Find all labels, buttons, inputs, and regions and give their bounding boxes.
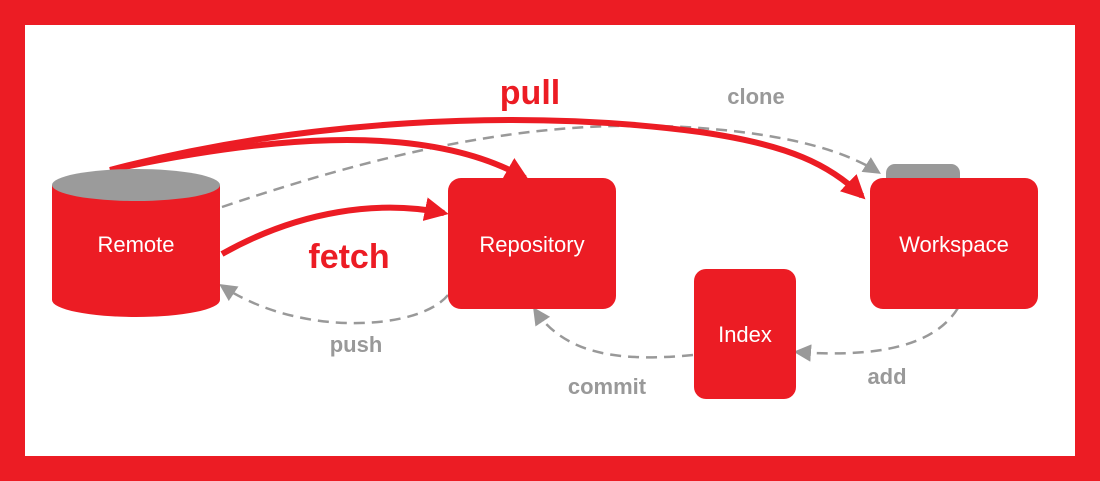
commit-edge: [533, 307, 694, 359]
remote-cylinder-top: [52, 169, 220, 201]
fetch-label: fetch: [308, 238, 389, 276]
index-box: [694, 269, 796, 399]
remote-label: Remote: [97, 232, 174, 257]
repository-label: Repository: [479, 232, 584, 257]
add-edge: [793, 307, 960, 362]
workspace-label: Workspace: [899, 232, 1009, 257]
pull-label: pull: [500, 74, 560, 112]
pull-edge-workspace: [109, 117, 866, 200]
push-label: push: [330, 332, 383, 357]
add-label: add: [867, 364, 906, 389]
fetch-edge: [220, 197, 449, 257]
index-label: Index: [718, 322, 772, 347]
remote-node: Remote: [52, 169, 220, 317]
workspace-box: [870, 178, 1038, 309]
push-edge: [219, 284, 449, 325]
repository-box: [448, 178, 616, 309]
remote-cylinder-body: [52, 185, 220, 317]
clone-label: clone: [727, 84, 784, 109]
index-node: Index: [694, 269, 796, 399]
workspace-node: Workspace: [870, 164, 1038, 309]
repository-node: Repository: [448, 178, 616, 309]
commit-label: commit: [568, 374, 647, 399]
